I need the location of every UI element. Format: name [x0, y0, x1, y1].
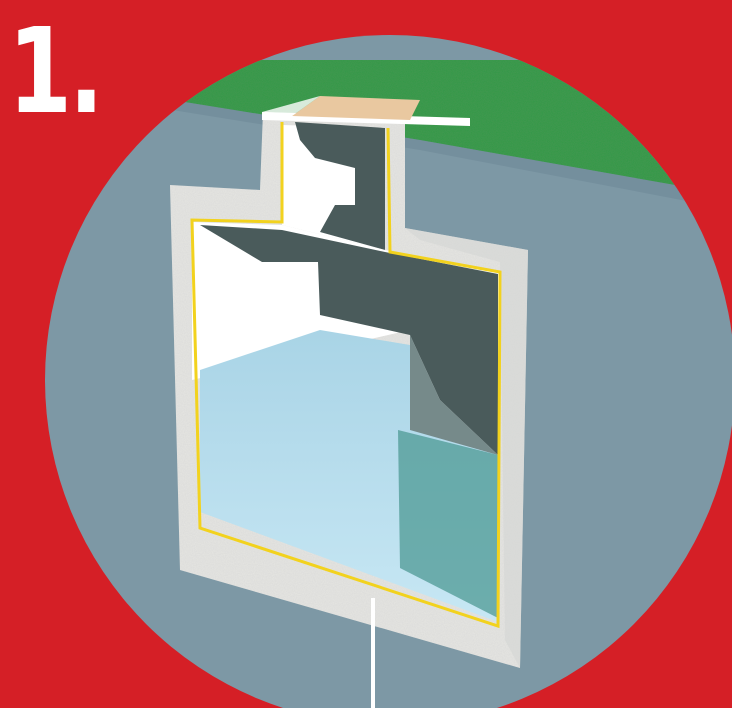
- step-illustration-panel: 1.: [0, 0, 732, 708]
- tank-cross-section-icon: [0, 0, 732, 708]
